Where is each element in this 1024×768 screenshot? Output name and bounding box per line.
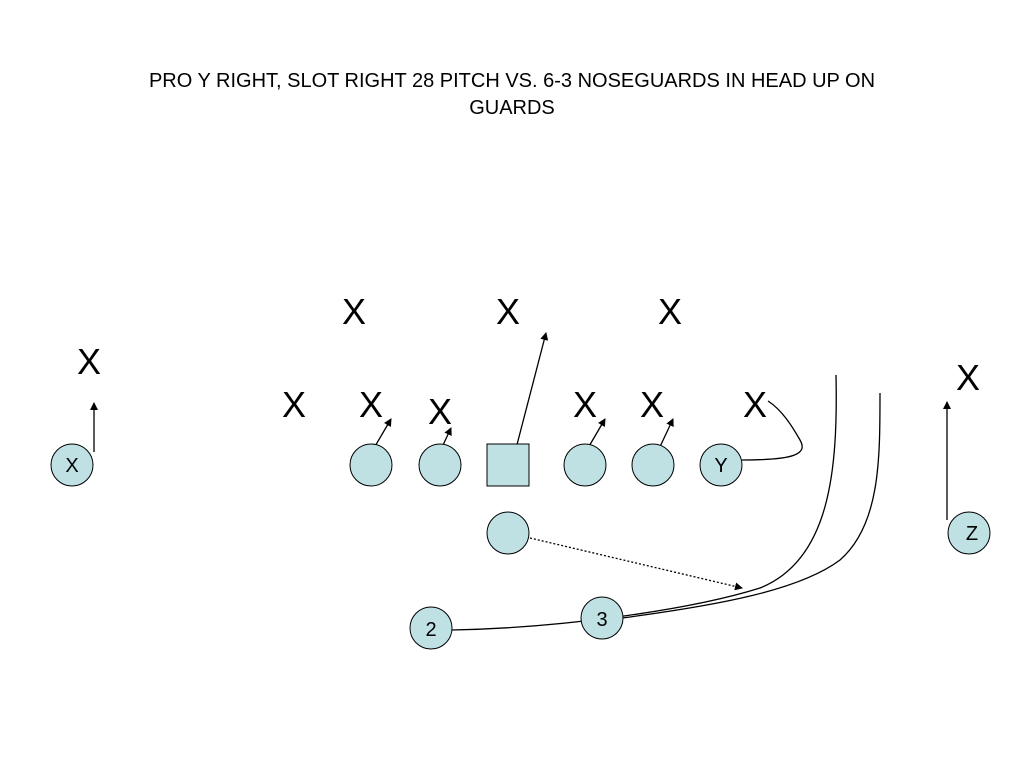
defender-corner-right: X — [956, 357, 980, 398]
split-end-label: X — [65, 455, 78, 477]
defender-tackle-right: X — [640, 384, 664, 425]
defender-noseguard-left: X — [428, 391, 452, 432]
quarterback-player — [486, 511, 530, 555]
defender-end-right: X — [743, 384, 767, 425]
back-3-player — [580, 596, 624, 640]
play-title: PRO Y RIGHT, SLOT RIGHT 28 PITCH VS. 6-3… — [60, 68, 964, 122]
defender-end-left: X — [282, 384, 306, 425]
quarterback-pitch-path — [529, 537, 743, 591]
defender-linebacker-right: X — [658, 291, 682, 332]
tight-end-block-path — [741, 400, 803, 461]
back-2-player — [409, 606, 453, 650]
offense-labels: X Y Z 3 2 — [65, 455, 978, 641]
right-tackle-player — [631, 443, 675, 487]
defender-linebacker-middle: X — [496, 291, 520, 332]
tight-end-label: Y — [714, 455, 727, 477]
tight-end-player — [699, 443, 743, 487]
right-guard-player — [563, 443, 607, 487]
left-guard-player — [418, 443, 462, 487]
defender-noseguard-right: X — [573, 384, 597, 425]
left-tackle-player — [349, 443, 393, 487]
center-block-arrow — [512, 332, 549, 461]
back-2-run-path — [451, 374, 837, 631]
play-title-line-1: PRO Y RIGHT, SLOT RIGHT 28 PITCH VS. 6-3… — [148, 70, 876, 92]
defender-corner-left: X — [77, 341, 101, 382]
defender-tackle-left: X — [359, 384, 383, 425]
routes-group — [90, 332, 951, 631]
flanker-label: Z — [966, 523, 978, 545]
split-end-player — [50, 443, 94, 487]
play-title-line-2: GUARDS — [469, 97, 555, 119]
back-2-label: 2 — [425, 619, 436, 641]
defender-linebacker-left: X — [342, 291, 366, 332]
back-3-label: 3 — [596, 609, 607, 631]
back-3-lead-path — [621, 392, 881, 619]
flanker-player — [947, 511, 991, 555]
offense-group — [50, 443, 991, 650]
defense-group: X X X X X X X X X X X — [77, 291, 980, 432]
center-player — [486, 443, 530, 487]
